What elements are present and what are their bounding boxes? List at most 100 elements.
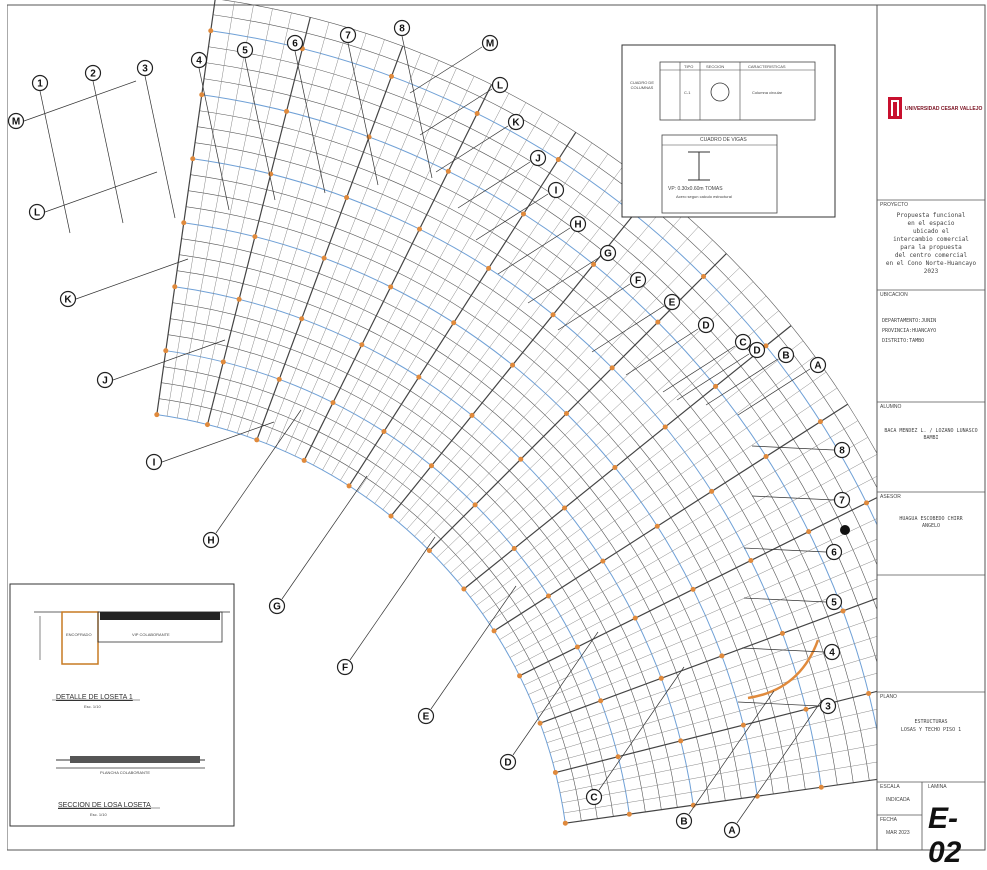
axis-bubble-D [748,341,766,359]
project-label: PROYECTO [880,202,908,208]
date-label: FECHA [880,817,897,823]
column-node [864,500,870,506]
axis-bubble-E-label: E [669,298,676,309]
legend-box [621,44,836,218]
title-block [876,4,986,851]
axis-bubble-F-label: F [635,276,641,287]
axis-bubble-bottom-A [723,821,741,839]
column-node [359,342,365,348]
axis-bubble-1 [31,74,49,92]
column-node [472,502,478,508]
axis-line [741,647,825,653]
detail-title: DETALLE DE LOSETA 1 [56,694,133,701]
project-line: en el espacio [907,220,955,227]
section-label: PLANCHA COLABORANTE [100,770,151,775]
axis-bubble-J [529,149,547,167]
axis-bubble-5-label: 5 [242,46,248,57]
column-node [719,653,725,659]
column-node [701,273,707,279]
slab-joist [532,541,920,705]
axis-bubble-right-3 [819,697,837,715]
column-node [818,784,824,790]
column-node [609,365,615,371]
column-node [658,675,664,681]
axis-bubble-3 [136,59,154,77]
column-node [520,211,526,217]
axis-line [401,35,433,179]
column-node [866,690,872,696]
column-node [709,488,715,494]
axis-bubble-L-label: L [497,81,503,92]
advisor-line: ANGELO [921,523,941,529]
column-node [461,586,467,592]
axis-bubble-A-label: A [814,361,821,372]
axis-bubble-bottom-H [202,531,220,549]
column-node [763,343,769,349]
column-node [163,348,169,354]
axis-bubble-right-6-label: 6 [831,548,837,559]
axis-bubble-I-label: I [555,186,558,197]
column-node [330,400,336,406]
sheet-line: ESTRUCTURAS [914,719,948,725]
slab-joist [366,153,609,498]
axis-bubble-7-label: 7 [345,31,351,42]
column-node [181,220,187,226]
axis-line [676,353,750,401]
axis-bubble-right-7-label: 7 [839,496,845,507]
slab-joist [536,558,928,714]
axis-line [23,80,137,122]
column-node [451,320,457,326]
column-node [486,265,492,271]
location-line: DISTRITO:TAMBO [882,338,925,344]
axis-bubble-B-label: B [782,351,789,362]
column-node [563,411,569,417]
slab-joist [303,84,493,461]
axis-bubble-bottom-A-label: A [728,826,735,837]
axis-bubble-right-6 [825,543,843,561]
column-node [817,419,823,425]
sheet-text: ESTRUCTURAS LOSAS Y TECHO PISO 1 [878,718,984,734]
axis-bubble-right-4 [823,643,841,661]
beam-label: VP: 0.30x0.60m TOMAS [668,186,723,192]
slab-joist [457,310,779,582]
slab-joist [275,60,439,448]
column-node [748,558,754,564]
advisor-label: ASESOR [880,494,901,500]
axis-bubble-right-7 [833,491,851,509]
slab-joist [519,487,896,677]
project-line: intercambio comercial [893,236,969,243]
column-node [763,454,769,460]
column-node [511,545,517,551]
axis-line [751,445,835,451]
axis-bubble-2 [84,64,102,82]
slab-joist [436,267,741,559]
axis-bubble-left-M [7,112,25,130]
column-node [469,412,475,418]
axis-line [662,345,736,393]
scale-label: ESCALA [880,784,900,790]
axis-bubble-3-label: 3 [142,64,148,75]
slab-joist [470,340,804,598]
detail-scale: Esc. 1/10 [84,704,101,709]
axis-bubble-left-K [59,290,77,308]
slab-joist [414,226,699,537]
slab-joist [331,112,543,476]
slab-joist [176,4,254,419]
lamina-label: LAMINA [928,784,947,790]
column-node [740,722,746,728]
slab-joist [398,201,670,523]
column-node [840,608,846,614]
axis-bubble-bottom-B-label: B [680,817,687,828]
axis-line [44,171,158,213]
detail-label-left: ENCOFRADO [66,632,92,637]
axis-bubble-right-5-label: 5 [831,598,837,609]
axis-bubble-bottom-E-label: E [423,712,430,723]
slab-joist [187,8,273,421]
column-node [321,255,327,261]
slab-joist [493,403,848,632]
slab-joist [166,1,235,417]
axis-line [281,475,368,600]
axis-bubble-B [777,346,795,364]
axis-bubble-F [629,271,647,289]
